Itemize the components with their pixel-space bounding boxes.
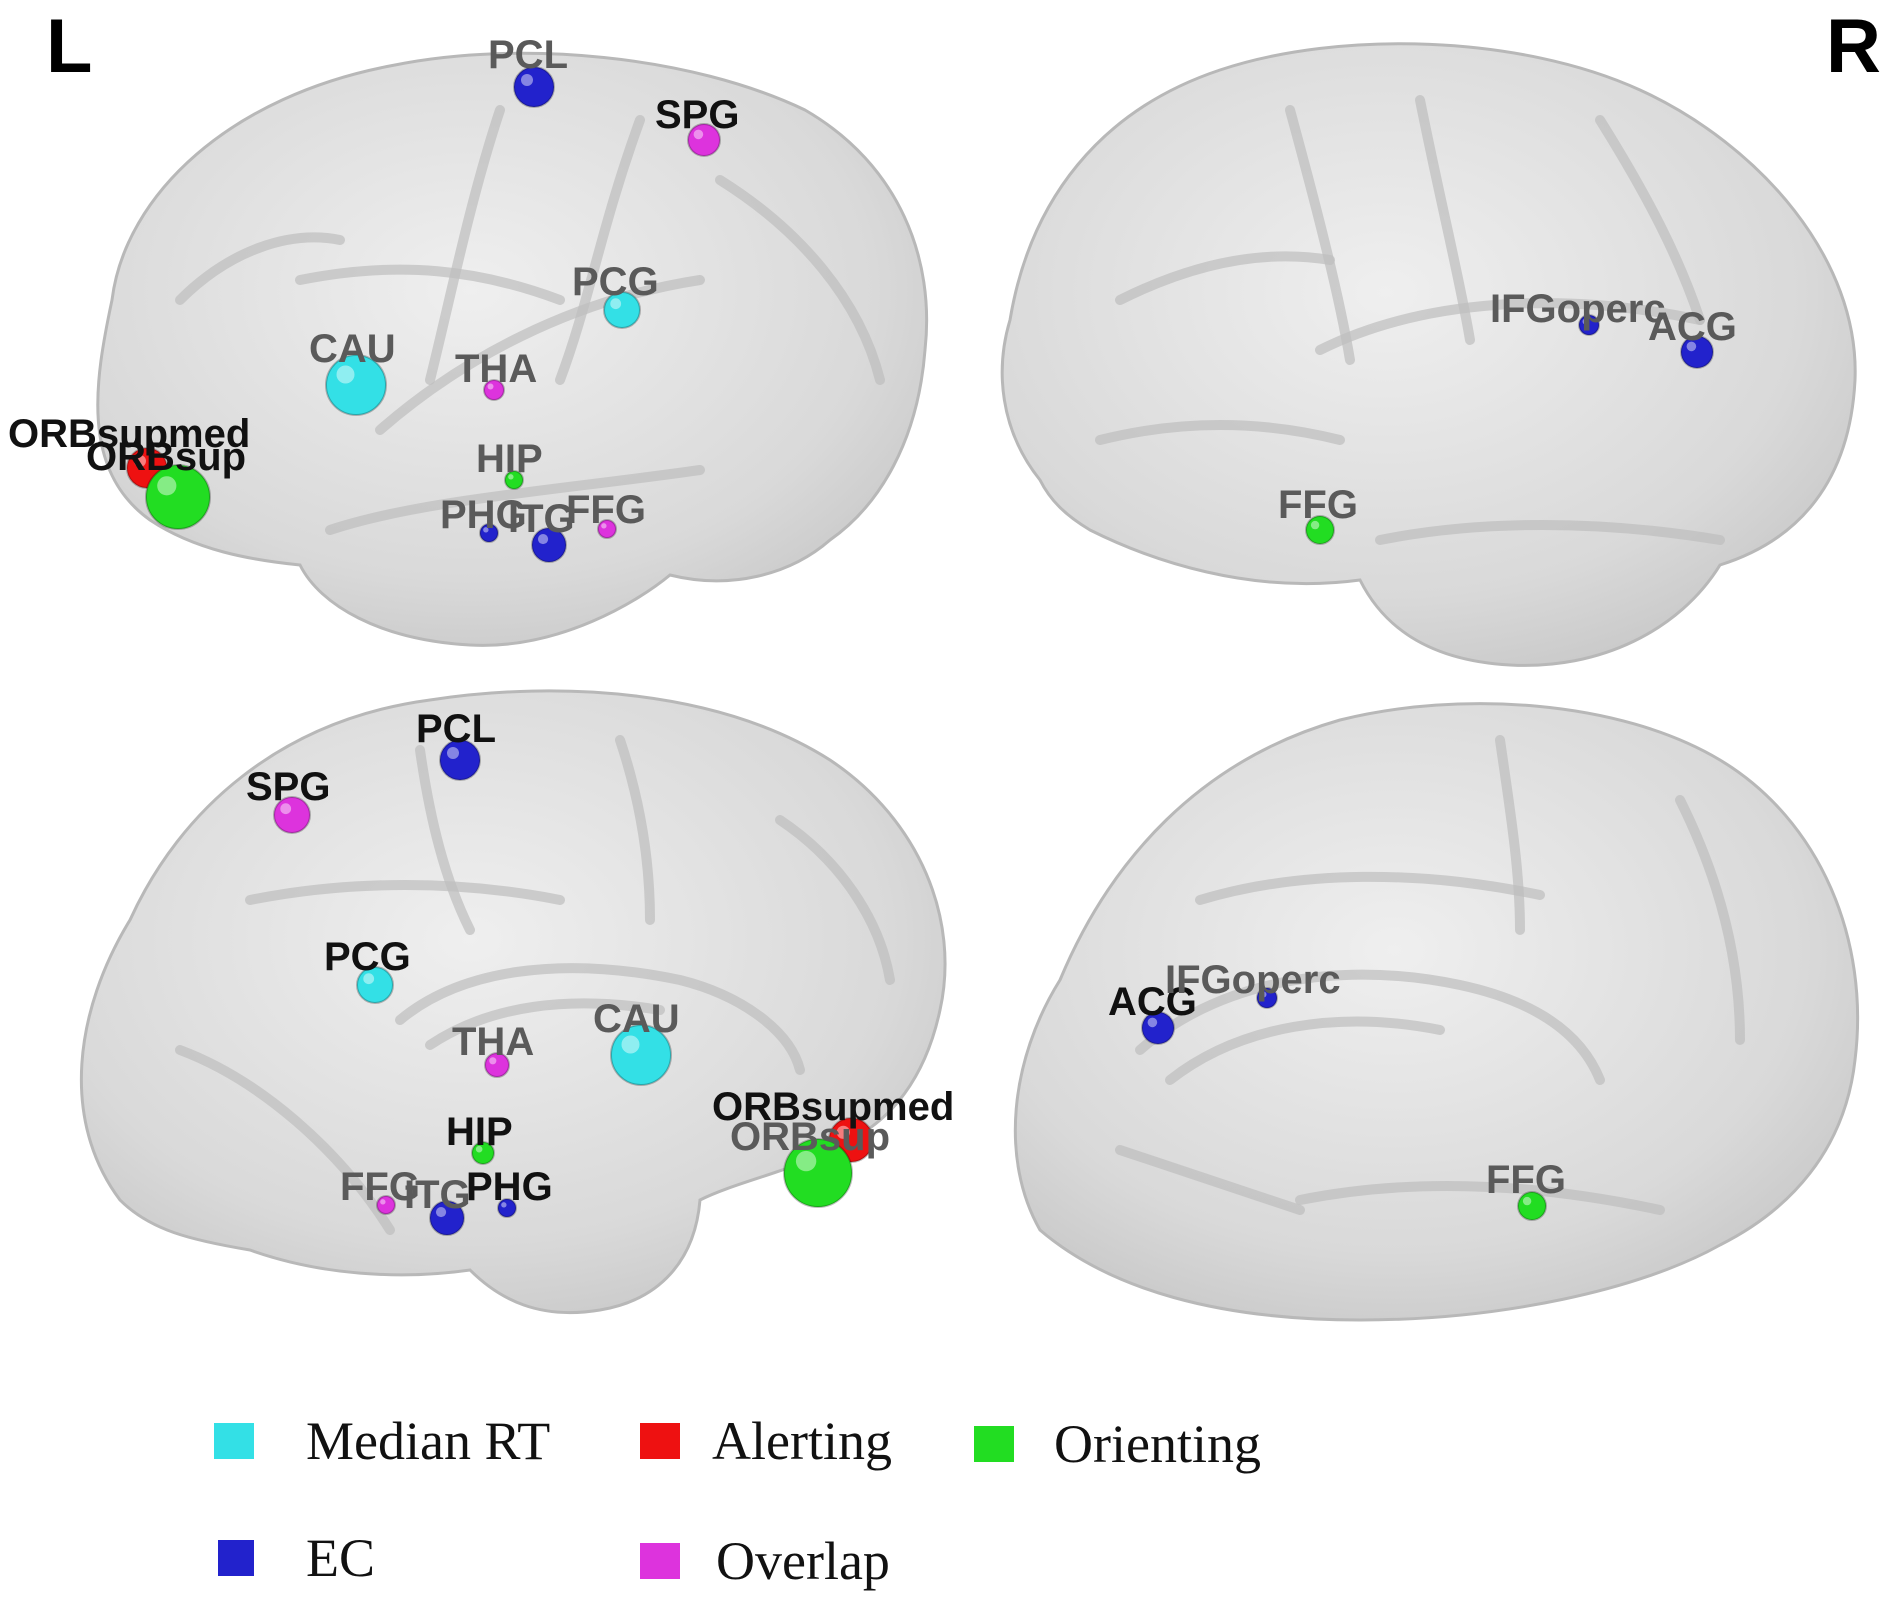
node-pcg-left-medial — [356, 966, 394, 1004]
node-label-acg: ACG — [1648, 305, 1737, 349]
right-hemisphere-label: R — [1826, 4, 1881, 89]
node-highlight — [1260, 991, 1267, 998]
node-label-phg: PHG — [466, 1165, 553, 1209]
node-label-spg: SPG — [655, 93, 739, 137]
node-pcl-left-lateral — [513, 66, 555, 108]
node-label-tha: THA — [452, 1020, 534, 1064]
node-ffg-right-medial — [1517, 1191, 1547, 1221]
node-orbsup-left-lateral — [145, 464, 211, 530]
node-highlight — [363, 973, 375, 985]
node-ffg-right-lateral — [1305, 515, 1335, 545]
node-highlight — [134, 455, 146, 467]
node-orbsup-left-medial — [783, 1138, 853, 1208]
brain-right-medial — [1013, 702, 1860, 1322]
node-label-pcg: PCG — [572, 260, 659, 304]
node-tha-left-medial — [484, 1052, 510, 1078]
node-highlight — [501, 1202, 507, 1208]
node-highlight — [537, 533, 549, 545]
node-tha-left-lateral — [483, 379, 505, 401]
brain-left-lateral — [96, 51, 929, 647]
brain-left-medial — [79, 689, 947, 1315]
node-cau-left-lateral — [325, 354, 387, 416]
node-itg-left-lateral — [531, 527, 567, 563]
node-label-hip: HIP — [446, 1110, 513, 1154]
node-label-cau: CAU — [309, 327, 396, 371]
node-label-ffg: FFG — [1486, 1158, 1566, 1202]
node-label-orbsup: ORBsup — [86, 435, 246, 479]
node-pcl-left-medial — [439, 739, 481, 781]
node-highlight — [795, 1150, 817, 1172]
node-label-ffg: FFG — [340, 1165, 420, 1209]
node-label-ifgoperc: IFGoperc — [1490, 287, 1666, 331]
node-highlight — [380, 1199, 386, 1205]
node-highlight — [1147, 1017, 1158, 1028]
node-label-ffg: FFG — [1278, 483, 1358, 527]
node-pcg-left-lateral — [603, 291, 641, 329]
node-spg-left-medial — [273, 796, 311, 834]
node-highlight — [610, 298, 622, 310]
node-hip-left-lateral — [504, 470, 524, 490]
node-highlight — [475, 1145, 483, 1153]
node-label-pcg: PCG — [324, 935, 411, 979]
node-highlight — [521, 74, 533, 86]
node-highlight — [1582, 318, 1589, 325]
node-hip-left-medial — [471, 1141, 495, 1165]
node-highlight — [447, 747, 459, 759]
node-label-orbsupmed: ORBsupmed — [712, 1085, 954, 1129]
node-label-hip: HIP — [476, 437, 543, 481]
node-label-itg: ITG — [404, 1173, 471, 1217]
node-highlight — [336, 365, 355, 384]
node-acg-right-medial — [1141, 1011, 1175, 1045]
node-highlight — [489, 1057, 497, 1065]
node-label-acg: ACG — [1108, 980, 1197, 1024]
node-label-ffg: FFG — [566, 488, 646, 532]
node-cau-left-medial — [610, 1024, 672, 1086]
node-label-tha: THA — [455, 347, 537, 391]
node-label-cau: CAU — [593, 997, 680, 1041]
node-label-ifgoperc: IFGoperc — [1165, 958, 1341, 1002]
node-label-spg: SPG — [246, 765, 330, 809]
node-highlight — [836, 1125, 850, 1139]
node-highlight — [483, 527, 489, 533]
node-label-orbsup: ORBsup — [730, 1115, 890, 1159]
node-ffg-left-lateral — [597, 519, 617, 539]
node-label-pcl: PCL — [488, 33, 568, 77]
node-phg-left-lateral — [479, 523, 499, 543]
node-highlight — [601, 523, 607, 529]
node-ifgoperc-right-medial — [1256, 987, 1278, 1009]
node-highlight — [1310, 520, 1320, 530]
node-highlight — [1522, 1196, 1532, 1206]
node-label-phg: PHG — [440, 493, 527, 537]
node-highlight — [280, 803, 292, 815]
node-spg-left-lateral — [687, 123, 721, 157]
node-label-pcl: PCL — [416, 707, 496, 751]
node-highlight — [157, 476, 177, 496]
left-hemisphere-label: L — [46, 4, 92, 89]
node-highlight — [693, 129, 704, 140]
brain-right-lateral — [1000, 42, 1857, 667]
node-label-itg: ITG — [508, 497, 575, 541]
node-label-orbsupmed: ORBsupmed — [8, 412, 250, 456]
node-highlight — [508, 474, 514, 480]
node-ifgoperc-right-lateral — [1578, 314, 1600, 336]
node-highlight — [621, 1035, 640, 1054]
node-ffg-left-medial — [376, 1195, 396, 1215]
node-phg-left-medial — [497, 1198, 517, 1218]
node-highlight — [1686, 341, 1697, 352]
node-highlight — [487, 383, 494, 390]
node-acg-right-lateral — [1680, 335, 1714, 369]
node-highlight — [435, 1206, 447, 1218]
node-itg-left-medial — [429, 1200, 465, 1236]
